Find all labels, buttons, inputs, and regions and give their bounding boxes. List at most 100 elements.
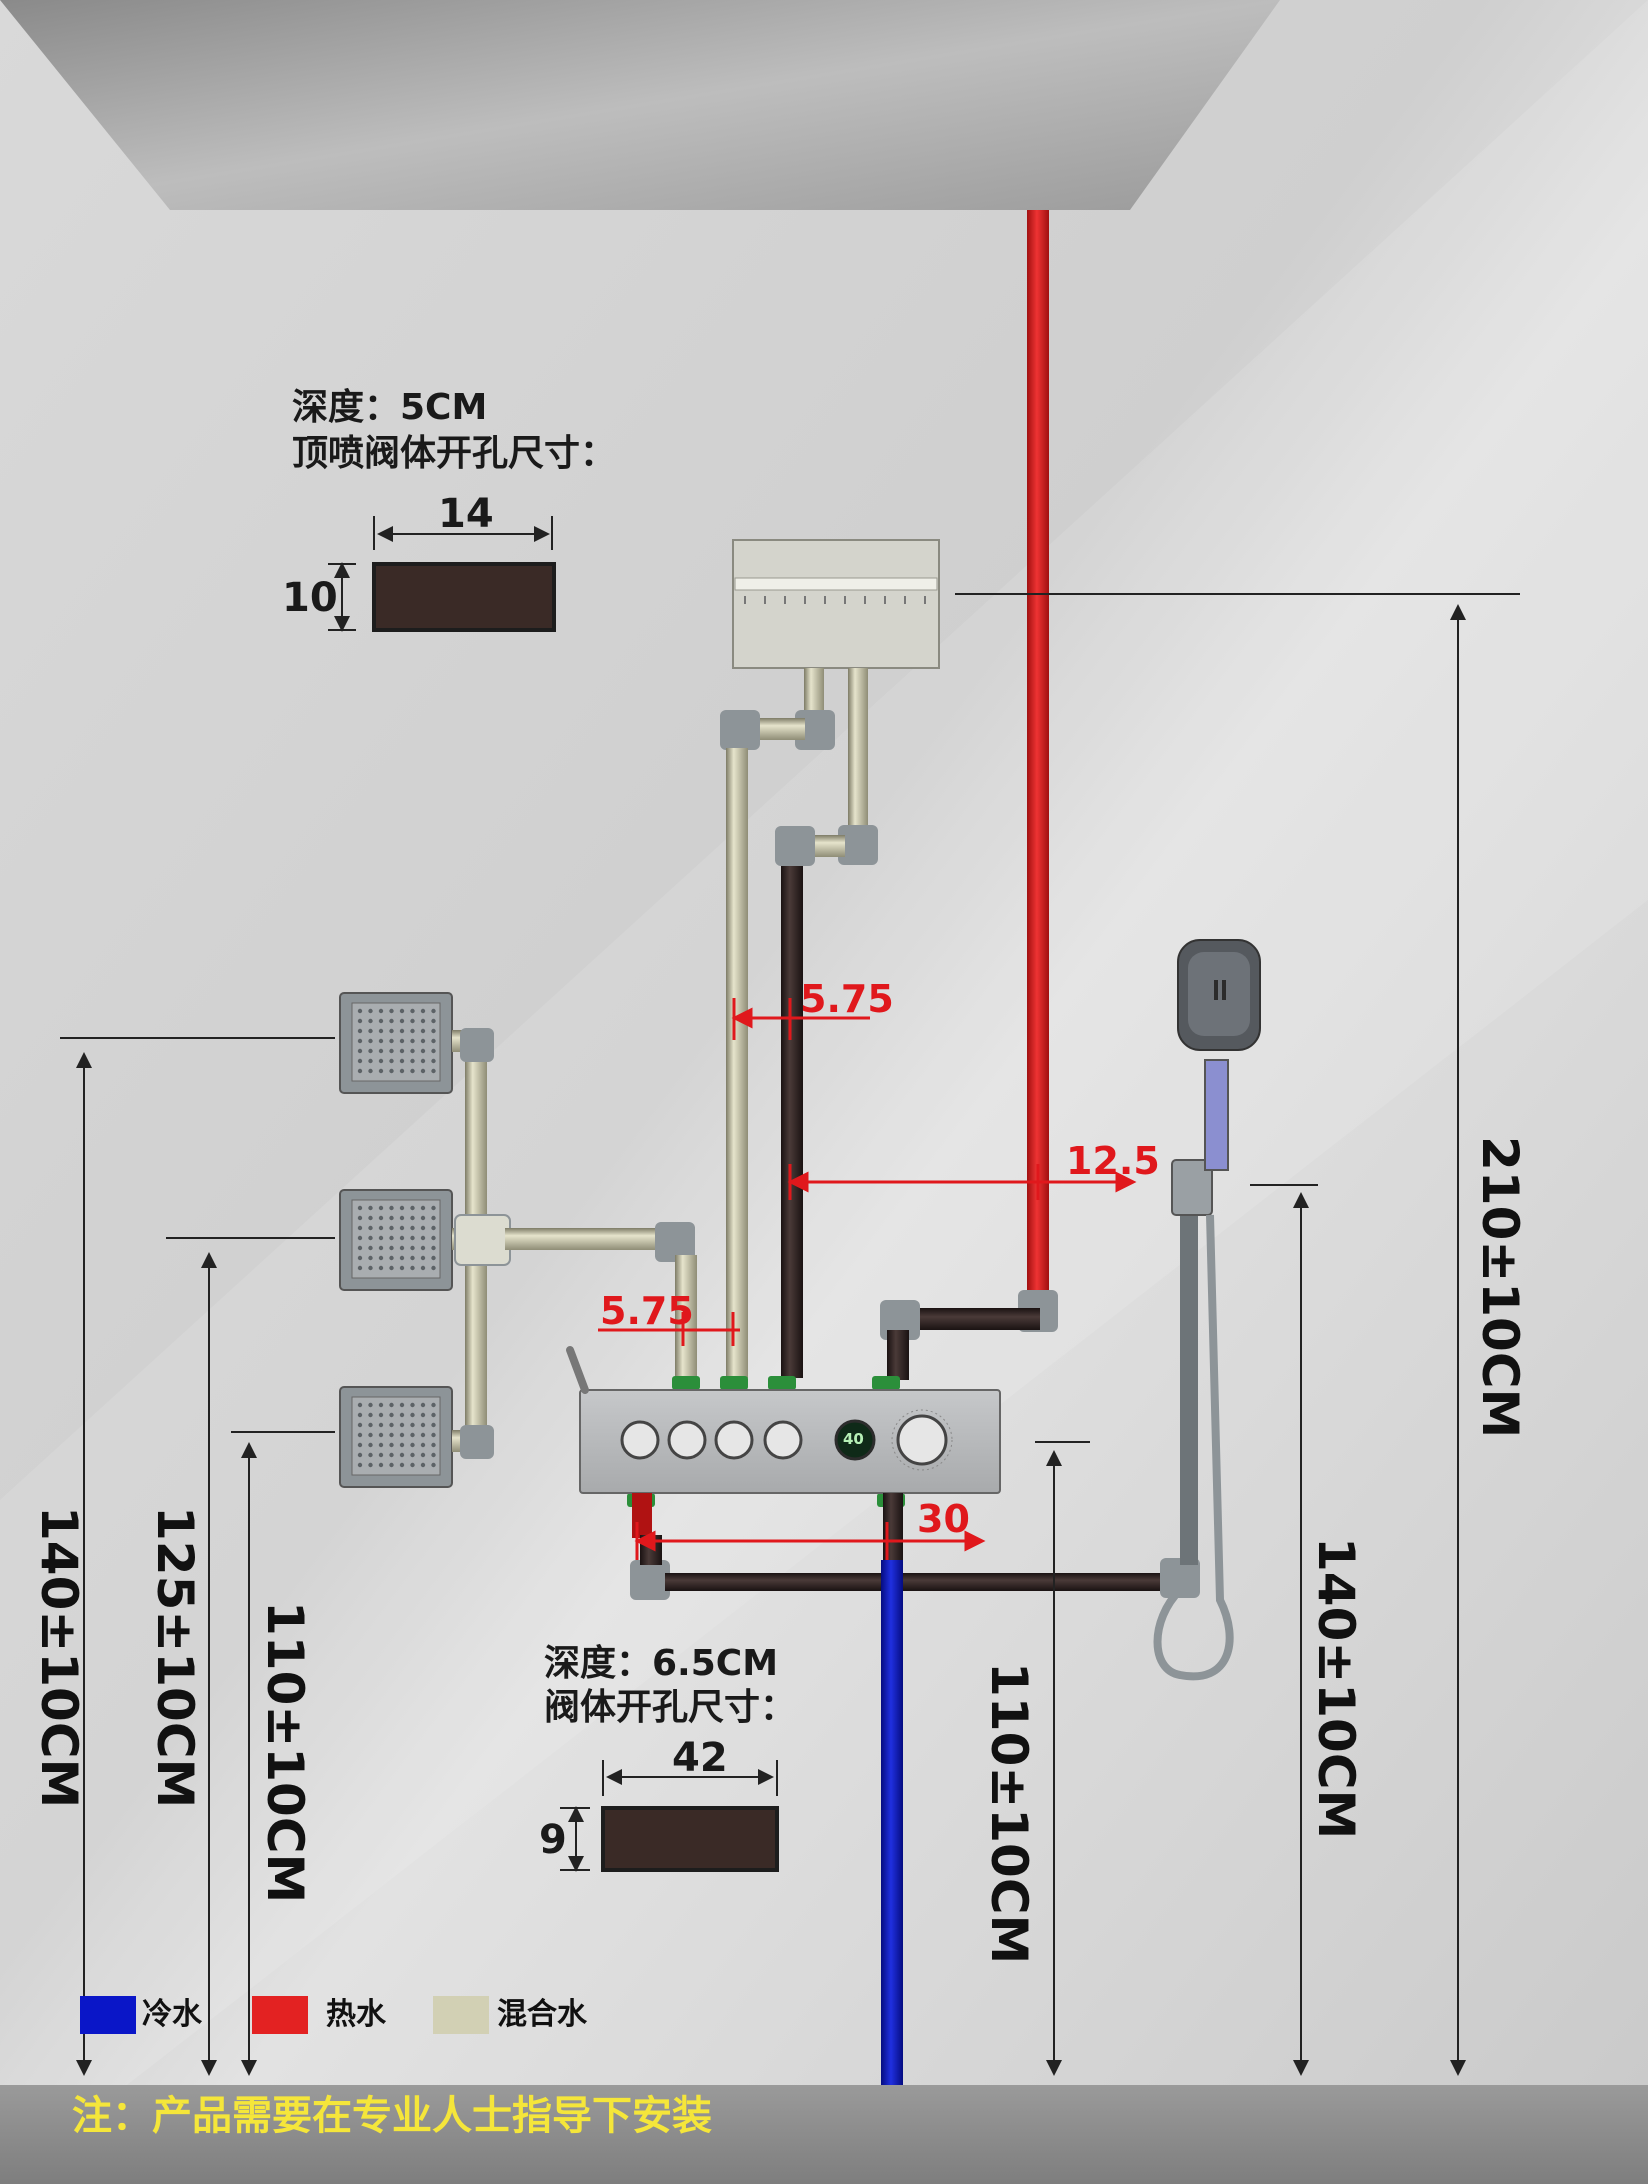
handheld-face xyxy=(1188,952,1250,1036)
jet-nozzle-dot xyxy=(357,1265,363,1271)
jet-nozzle-dot xyxy=(431,1462,436,1468)
jet-nozzle-dot xyxy=(431,1205,436,1211)
overhead-shower xyxy=(732,539,940,669)
jet-nozzle-dot xyxy=(389,1068,394,1074)
jet-nozzle-dot xyxy=(431,1048,436,1054)
height-handheld: 140±10CM xyxy=(1307,1537,1365,1840)
overhead-shower-nozzles xyxy=(744,596,926,604)
jet-nozzle-dot xyxy=(368,1442,373,1448)
legend-label-mixed: 混合水 xyxy=(497,1997,587,2032)
top-hole-depth: 深度：5CM xyxy=(292,387,488,428)
footer-note: 注：产品需要在专业人士指导下安装 xyxy=(72,2093,712,2139)
top-valve-hole xyxy=(372,562,556,632)
jet-nozzle-dot xyxy=(410,1068,415,1074)
jet-nozzle-dot xyxy=(431,1038,436,1044)
height-left-3: 110±10CM xyxy=(256,1601,314,1904)
jet-nozzle-dot xyxy=(357,1028,363,1034)
jet-nozzle-dot xyxy=(357,1255,363,1261)
jet-nozzle-dot xyxy=(399,1018,405,1024)
jet-nozzle-dot xyxy=(368,1432,373,1438)
jet-nozzle-dot xyxy=(389,1402,394,1408)
jet-nozzle-dot xyxy=(378,1245,384,1251)
legend-label-cold: 冷水 xyxy=(142,1997,202,2032)
legend-swatch-hot xyxy=(252,1996,308,2034)
jet-nozzle-dot xyxy=(410,1235,415,1241)
jet-nozzle-dot xyxy=(368,1008,373,1014)
jet-nozzle-dot xyxy=(420,1412,426,1418)
jet-nozzle-dot xyxy=(378,1215,384,1221)
jet-nozzle-dot xyxy=(357,1038,363,1044)
legend-swatch-cold xyxy=(80,1996,136,2034)
jet-nozzle-dot xyxy=(410,1245,415,1251)
jet-nozzle-dot xyxy=(357,1442,363,1448)
jet-nozzle-dot xyxy=(410,1048,415,1054)
jet-nozzle-dot xyxy=(410,1265,415,1271)
jet-nozzle-dot xyxy=(420,1225,426,1231)
jet-nozzle-dot xyxy=(431,1235,436,1241)
jet-nozzle-dot xyxy=(410,1442,415,1448)
jet-nozzle-dot xyxy=(431,1225,436,1231)
jet-nozzle-dot xyxy=(368,1255,373,1261)
slide-bar xyxy=(1180,1205,1198,1565)
jet-nozzle-dot xyxy=(420,1205,426,1211)
elbow-fitting xyxy=(460,1425,494,1459)
jet-nozzle-dot xyxy=(410,1205,415,1211)
height-dimension-lines xyxy=(60,604,1466,2076)
handheld-holder xyxy=(1171,1159,1213,1216)
elbow-fitting xyxy=(630,1560,670,1600)
dark-supply-pipe xyxy=(781,866,803,1378)
height-overhead: 210±10CM xyxy=(1471,1136,1529,1439)
jet-nozzle-dot xyxy=(368,1225,373,1231)
jet-nozzle-dot xyxy=(410,1432,415,1438)
jet-nozzle-dot xyxy=(357,1402,363,1408)
jet-nozzle-dot xyxy=(357,1018,363,1024)
ceiling xyxy=(0,0,1280,210)
jet-nozzle-dot xyxy=(357,1245,363,1251)
legend-label-hot: 热水 xyxy=(326,1997,386,2032)
jet-nozzle-dot xyxy=(389,1452,394,1458)
jet-nozzle-dot xyxy=(420,1028,426,1034)
jet-nozzle-dot xyxy=(368,1068,373,1074)
mixed-water-pipe xyxy=(675,1255,697,1380)
hot-branch-pipe xyxy=(887,1330,909,1380)
jet-nozzle-dot xyxy=(357,1422,363,1428)
jet-nozzle-dot xyxy=(420,1245,426,1251)
jet-nozzle-dot xyxy=(368,1058,373,1064)
jet-nozzle-dot xyxy=(378,1442,384,1448)
jet-nozzle-dot xyxy=(420,1442,426,1448)
jet-nozzle-dot xyxy=(399,1038,405,1044)
jet-nozzle-dot xyxy=(389,1205,394,1211)
jet-nozzle-dot xyxy=(410,1225,415,1231)
elbow-fitting xyxy=(720,710,760,750)
jet-nozzle-dot xyxy=(357,1462,363,1468)
jet-nozzle-dot xyxy=(410,1058,415,1064)
jet-nozzle-dot xyxy=(389,1235,394,1241)
height-left-1: 140±10CM xyxy=(30,1506,88,1809)
jet-nozzle-dot xyxy=(378,1048,384,1054)
jet-nozzle-dot xyxy=(420,1038,426,1044)
jet-nozzle-dot xyxy=(389,1462,394,1468)
jet-nozzle-dot xyxy=(378,1452,384,1458)
jet-nozzle-dot xyxy=(410,1038,415,1044)
jet-nozzle-dot xyxy=(368,1412,373,1418)
jet-nozzle-dot xyxy=(399,1225,405,1231)
jet-nozzle-dot xyxy=(410,1422,415,1428)
jet-nozzle-dot xyxy=(431,1442,436,1448)
body-jet-dot-grid xyxy=(357,1008,436,1468)
jet-nozzle-dot xyxy=(389,1038,394,1044)
jet-nozzle-dot xyxy=(389,1215,394,1221)
height-center: 110±10CM xyxy=(980,1662,1038,1965)
jet-nozzle-dot xyxy=(378,1265,384,1271)
handheld-nozzles xyxy=(1214,980,1226,1000)
hot-inlet-pipe xyxy=(632,1493,652,1538)
jet-nozzle-dot xyxy=(389,1422,394,1428)
main-hole-width: 42 xyxy=(672,1735,728,1781)
jet-nozzle-dot xyxy=(410,1462,415,1468)
handheld-supply-pipe xyxy=(665,1573,1165,1591)
jet-nozzle-dot xyxy=(399,1402,405,1408)
jet-nozzle-dot xyxy=(420,1048,426,1054)
temperature-display xyxy=(834,1419,876,1461)
jet-nozzle-dot xyxy=(368,1048,373,1054)
